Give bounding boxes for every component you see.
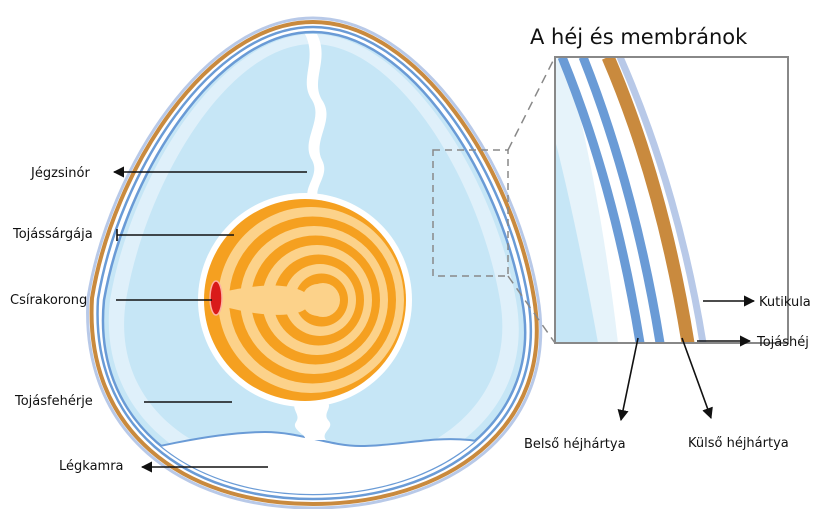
label-albumen: Tojásfehérje [14, 394, 93, 409]
label-germinal-disc: Csírakorong [10, 293, 87, 308]
label-inner-membrane: Belső héjhártya [524, 437, 626, 452]
label-air-cell: Légkamra [59, 459, 124, 474]
yolk-core [302, 284, 334, 316]
yolk-rings [218, 207, 404, 393]
label-yolk: Tojássárgája [12, 227, 93, 242]
zoom-panel-title: A héj és membránok [530, 25, 748, 49]
label-chalaza: Jégzsinór [30, 166, 90, 181]
label-cuticle: Kutikula [759, 295, 811, 310]
egg [60, 18, 570, 509]
arrow-outer-membrane [682, 338, 711, 418]
zoom-line-top [508, 57, 555, 150]
arrow-inner-membrane [621, 338, 638, 420]
label-shell: Tojáshéj [756, 335, 809, 350]
germinal-disc [210, 281, 222, 315]
zoom-panel [555, 57, 788, 343]
label-outer-membrane: Külső héjhártya [688, 436, 789, 451]
